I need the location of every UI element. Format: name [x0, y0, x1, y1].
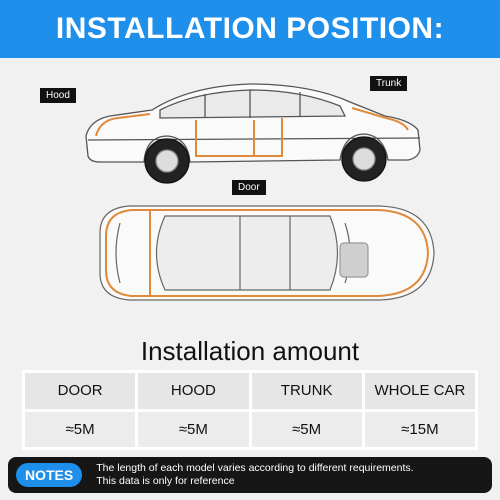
header-trunk: TRUNK	[251, 373, 362, 409]
header-hood: HOOD	[138, 373, 249, 409]
seal-lines-side	[95, 107, 409, 157]
banner-title: INSTALLATION POSITION:	[55, 12, 445, 45]
value-hood: ≈5M	[138, 411, 249, 447]
notes-text: The length of each model varies accordin…	[96, 462, 413, 488]
value-door: ≈5M	[25, 411, 136, 447]
header-whole-car: WHOLE CAR	[364, 373, 475, 409]
notes-line-1: The length of each model varies accordin…	[96, 462, 414, 474]
notes-line-2: This data is only for reference	[96, 475, 235, 487]
installation-amount-table: DOOR HOOD TRUNK WHOLE CAR ≈5M ≈5M ≈5M ≈1…	[22, 370, 478, 450]
callout-door: Door	[232, 180, 266, 195]
callout-trunk: Trunk	[370, 76, 408, 91]
notes-badge: NOTES	[16, 463, 83, 487]
installation-amount-title: Installation amount	[140, 336, 360, 366]
title-banner: INSTALLATION POSITION:	[0, 0, 500, 58]
callout-hood: Hood	[40, 88, 76, 103]
car-top-view	[99, 205, 435, 301]
car-illustration: Hood Trunk Door	[0, 58, 500, 338]
value-trunk: ≈5M	[251, 411, 362, 447]
notes-bar: NOTES The length of each model varies ac…	[8, 457, 492, 493]
car-diagram	[85, 83, 435, 301]
header-door: DOOR	[25, 373, 136, 409]
seal-lines-top	[105, 209, 430, 297]
value-whole-car: ≈15M	[364, 411, 475, 447]
